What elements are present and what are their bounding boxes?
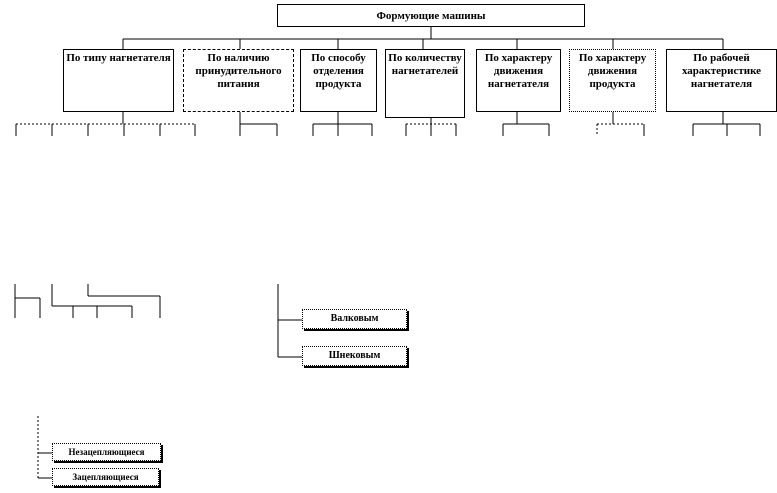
category-node-pump-count: По количеству нагнетателей [385,49,465,118]
category-node-pump-characteristic: По рабочей характеристике нагнетателя [666,49,777,112]
category-node-product-motion: По характеру движения продукта [569,49,656,112]
leaf-node-zatsepliayushchiesya: Зацепляющиеся [52,468,159,486]
leaf-node-nezatsepliayushchiesya: Незацепляющиеся [52,443,161,461]
leaf-node-shnekovym: Шнековым [302,346,407,366]
category-node-pump-type: По типу нагнетателя [63,49,174,112]
category-node-separation-method: По способу отделения продукта [300,49,377,112]
category-node-pump-motion: По характеру движения нагнетателя [476,49,561,112]
leaf-node-valkovym: Валковым [302,309,407,329]
root-node: Формующие машины [277,4,585,27]
category-node-forced-feed: По наличию принудительного питания [183,49,294,112]
